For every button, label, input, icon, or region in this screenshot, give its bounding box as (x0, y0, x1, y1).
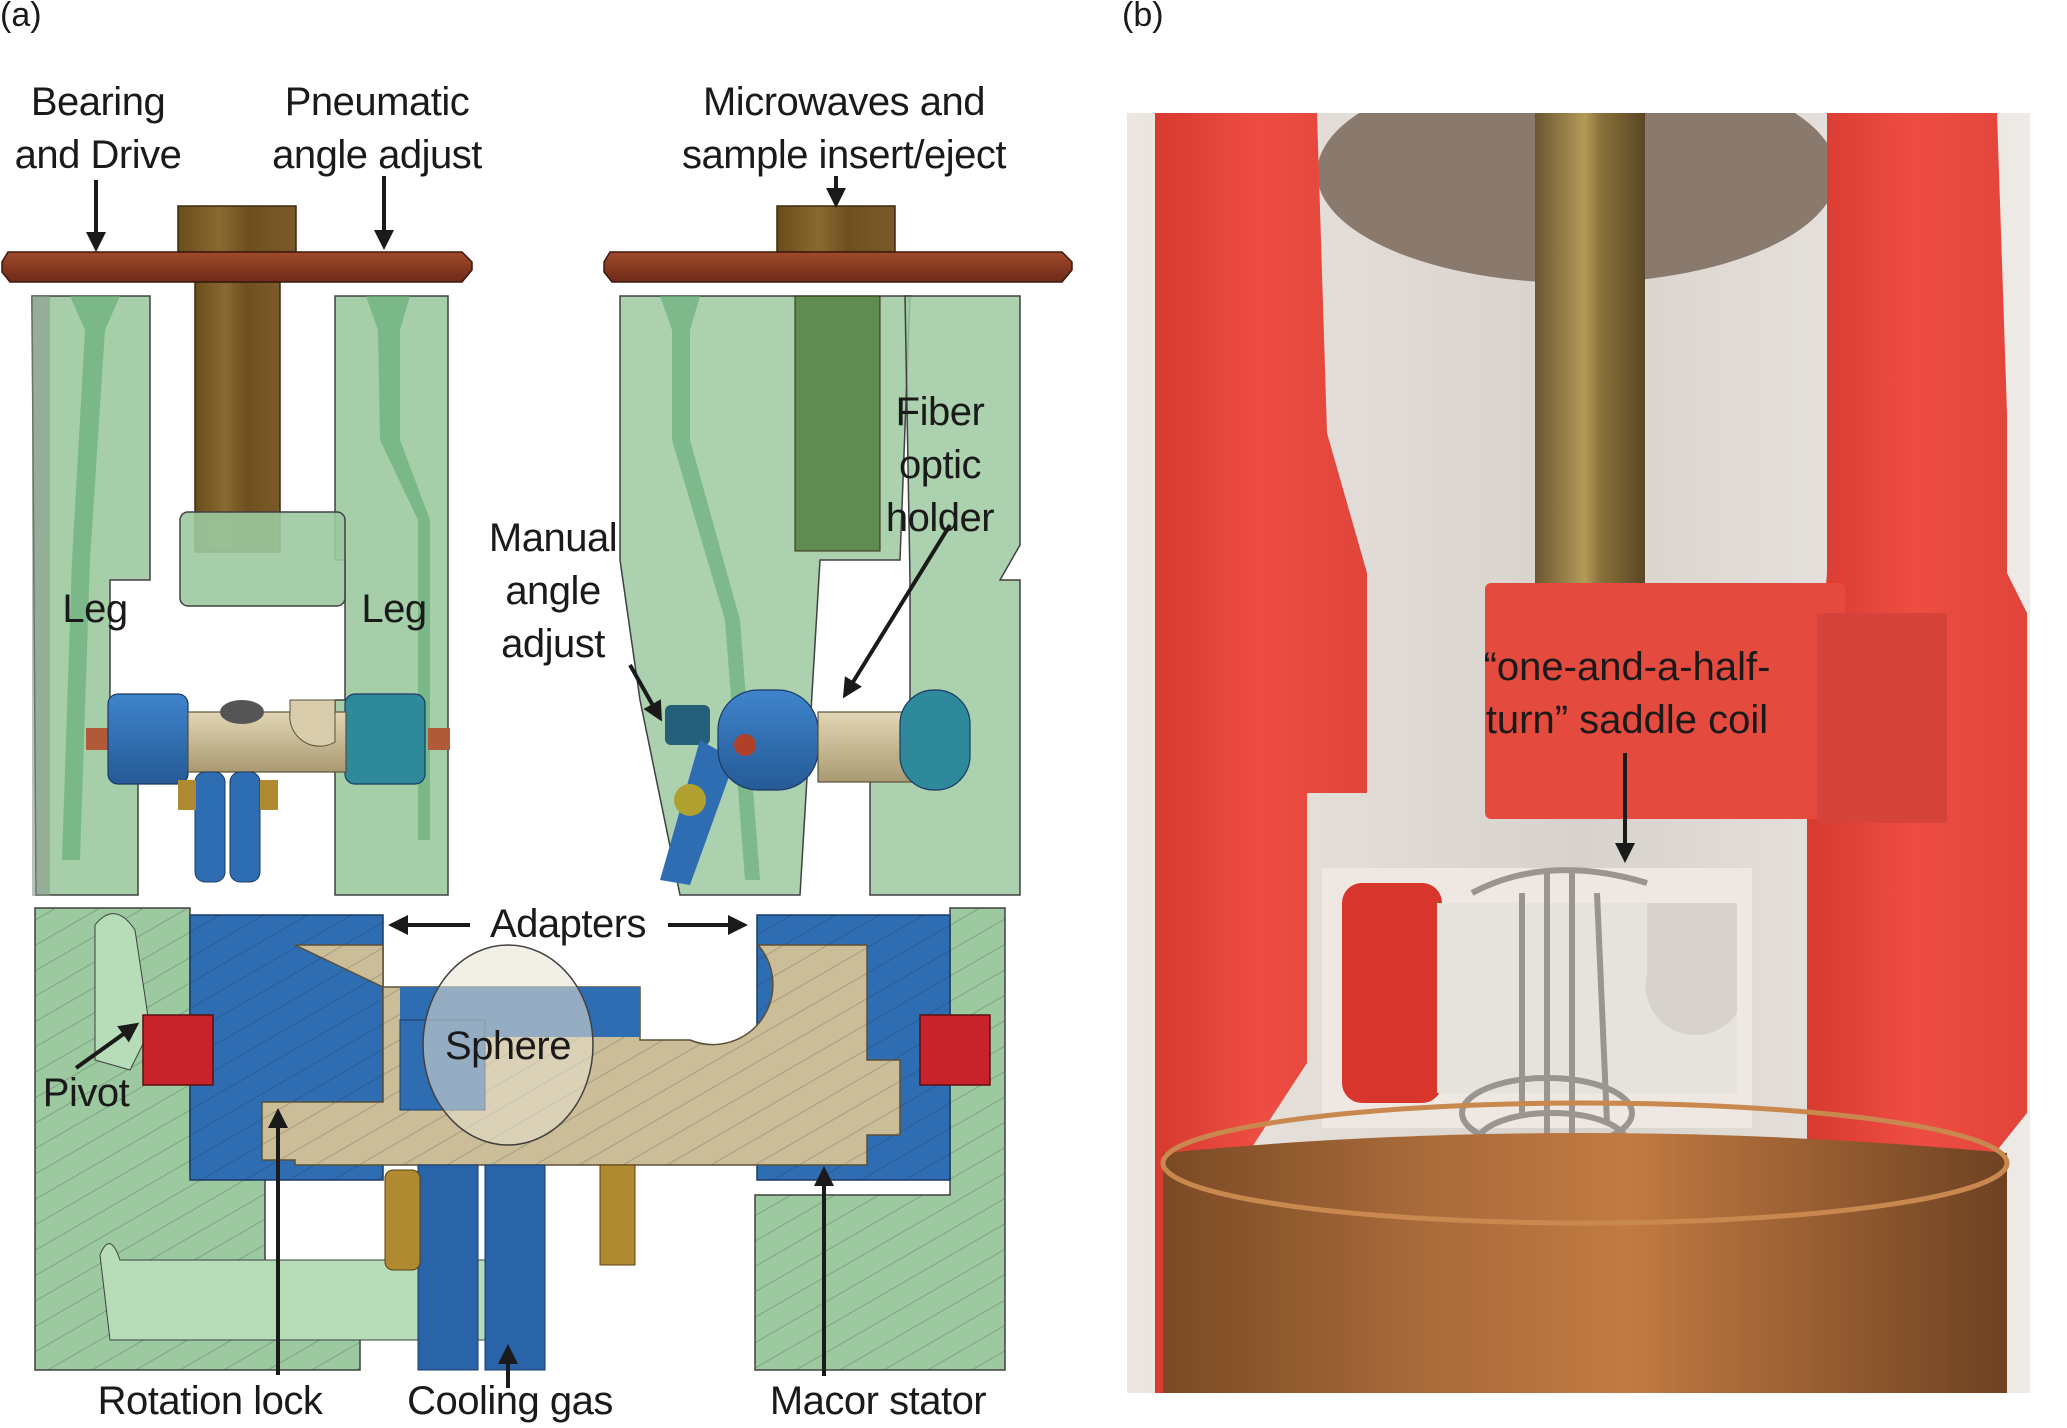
adapter-left-3d (107, 693, 189, 785)
panel-a-tag: (a) (0, 0, 42, 34)
nut-yellow (674, 784, 706, 816)
photo-arm-left (1155, 113, 1367, 1393)
arrow-manual (628, 664, 662, 722)
label-rotation-lock: Rotation lock (97, 1379, 323, 1423)
label-manual-angle: Manual angle adjust (488, 516, 618, 666)
label-pneumatic-angle: Pneumatic angle adjust (272, 80, 482, 177)
label-leg-right: Leg (361, 587, 427, 631)
section-gas-line-b (484, 1164, 546, 1371)
mid-block-left (179, 511, 346, 607)
label-fiber-optic: Fiber optic holder (885, 390, 995, 540)
label-pivot: Pivot (42, 1071, 130, 1115)
leg-left-edge (32, 296, 50, 896)
red-pin-tilt (734, 734, 756, 756)
adapter-tilt-left (717, 689, 819, 791)
label-microwaves: Microwaves and sample insert/eject (682, 80, 1006, 177)
cad-drawing (1, 176, 1073, 1388)
photo-bridge-block (1485, 583, 1845, 819)
pin-right (428, 728, 450, 750)
annotation-arrows (74, 176, 952, 1388)
photo-copper-can (1163, 1133, 2007, 1393)
cross-section (34, 907, 1006, 1371)
label-cooling-gas: Cooling gas (407, 1379, 613, 1423)
photo-can-rim (1160, 1100, 2010, 1226)
gas-line-3d-a (194, 771, 226, 883)
sphere-3d (220, 700, 264, 724)
section-nut-left (384, 1169, 421, 1271)
brass-tube-right (776, 205, 896, 253)
label-bearing-drive: Bearing and Drive (14, 80, 182, 177)
nut-3d-right (260, 780, 278, 810)
brass-shaft-right (794, 295, 881, 552)
photo-red-endcap (1342, 883, 1442, 1103)
section-gas-line-a (417, 1164, 479, 1371)
adapter-right-3d (344, 693, 426, 785)
pivot-left (142, 1014, 214, 1086)
brass-tube-left (177, 205, 297, 253)
photo-brass-rod (1535, 113, 1645, 583)
adapter-tilt-right (899, 689, 971, 791)
probe-photo: “one-and-a-half- turn” saddle coil (1127, 113, 2030, 1393)
arrow-saddle-coil-head (1615, 843, 1635, 863)
right-assembly (603, 205, 1073, 896)
leg-right-channel (366, 296, 430, 840)
label-adapters: Adapters (489, 902, 647, 946)
pivot-right (919, 1014, 991, 1086)
photo-rotor-cutout (1645, 903, 1737, 1036)
brass-shaft-left (194, 281, 281, 553)
label-macor-stator: Macor stator (769, 1379, 987, 1423)
section-sphere (422, 944, 594, 1146)
manual-angle-lever (665, 705, 710, 745)
gas-line-3d-b (229, 771, 261, 883)
arrow-pivot (74, 1022, 140, 1070)
left-assembly (1, 205, 473, 896)
section-nut-right (599, 1164, 636, 1266)
pin-left (86, 728, 108, 750)
macor-cutout (289, 699, 336, 747)
leg-left-channel (62, 296, 120, 860)
label-saddle-coil: “one-and-a-half- turn” saddle coil (1483, 645, 1771, 742)
photo-bridge-shade (1817, 613, 1947, 823)
top-flange-left (1, 251, 473, 283)
arrow-fiber (842, 523, 952, 699)
nut-3d-left (178, 780, 196, 810)
panel-b-tag: (b) (1122, 0, 1164, 34)
label-sphere: Sphere (445, 1024, 571, 1068)
label-leg-left: Leg (62, 587, 128, 631)
top-flange-right (603, 251, 1073, 283)
